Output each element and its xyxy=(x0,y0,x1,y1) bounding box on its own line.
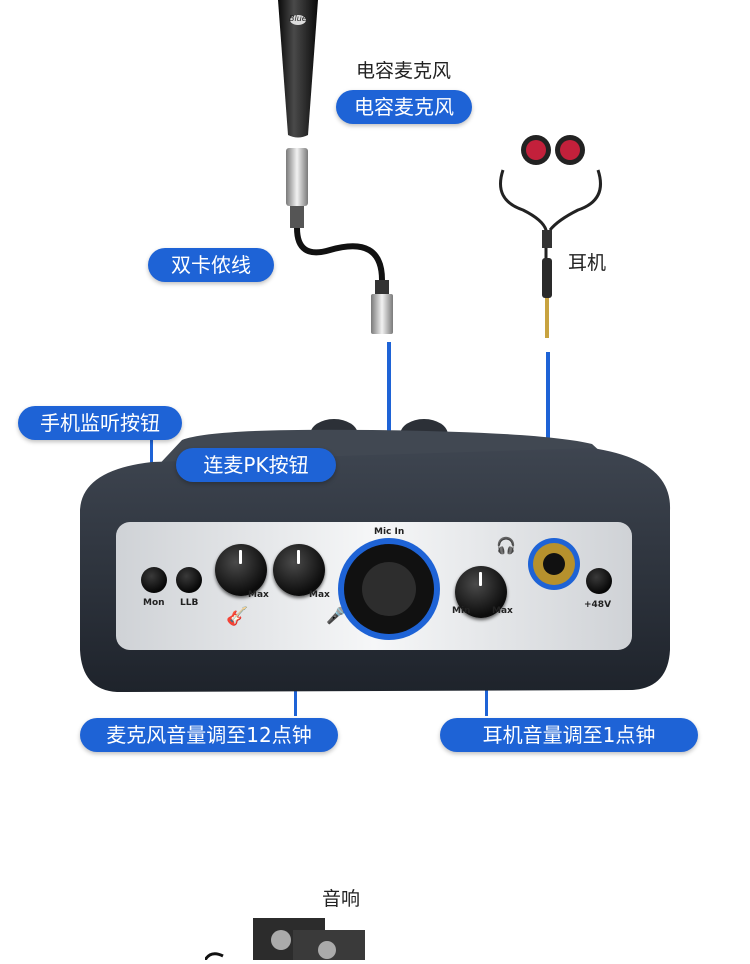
speakers xyxy=(203,912,385,961)
pk-button-label: 连麦PK按钮 xyxy=(176,448,336,482)
dual-xlr-cable-label: 双卡侬线 xyxy=(148,248,274,282)
llb-label: LLB xyxy=(180,598,199,608)
xlr-combo-jack[interactable] xyxy=(338,538,440,640)
headphone-icon: 🎧 xyxy=(496,536,516,555)
earphones-caption: 耳机 xyxy=(568,252,607,274)
headphone-jack[interactable] xyxy=(528,538,580,590)
headphone-volume-knob[interactable] xyxy=(455,566,507,618)
mon-label: Mon xyxy=(143,598,165,608)
audio-interface: Mon LLB Max 🎸 Max 🎤 Mic In Min Max 🎧 +48… xyxy=(72,410,678,700)
guitar-icon: 🎸 xyxy=(226,606,249,627)
mon-button[interactable] xyxy=(141,567,167,593)
microphone: Blue xyxy=(268,0,328,140)
knob2-max-label: Max xyxy=(309,590,330,600)
mic-brand-logo: Blue xyxy=(289,14,307,23)
speakers-caption: 音响 xyxy=(322,888,361,910)
phone-monitor-button-label: 手机监听按钮 xyxy=(18,406,182,440)
knob3-max-label: Max xyxy=(492,606,513,616)
condenser-mic-label: 电容麦克风 xyxy=(336,90,472,124)
earphones xyxy=(488,130,613,350)
headphone-volume-label: 耳机音量调至1点钟 xyxy=(440,718,698,752)
guitar-gain-knob[interactable] xyxy=(215,544,267,596)
mic-gain-knob[interactable] xyxy=(273,544,325,596)
knob1-max-label: Max xyxy=(248,590,269,600)
xlr-cable xyxy=(270,140,410,340)
mic-volume-label: 麦克风音量调至12点钟 xyxy=(80,718,338,752)
mic-in-label: Mic In xyxy=(374,527,405,537)
knob3-min-label: Min xyxy=(452,606,471,616)
plus48v-label: +48V xyxy=(584,600,612,610)
condenser-mic-caption: 电容麦克风 xyxy=(356,60,452,82)
microphone-icon: 🎤 xyxy=(326,606,346,625)
llb-button[interactable] xyxy=(176,567,202,593)
phantom-power-button[interactable] xyxy=(586,568,612,594)
